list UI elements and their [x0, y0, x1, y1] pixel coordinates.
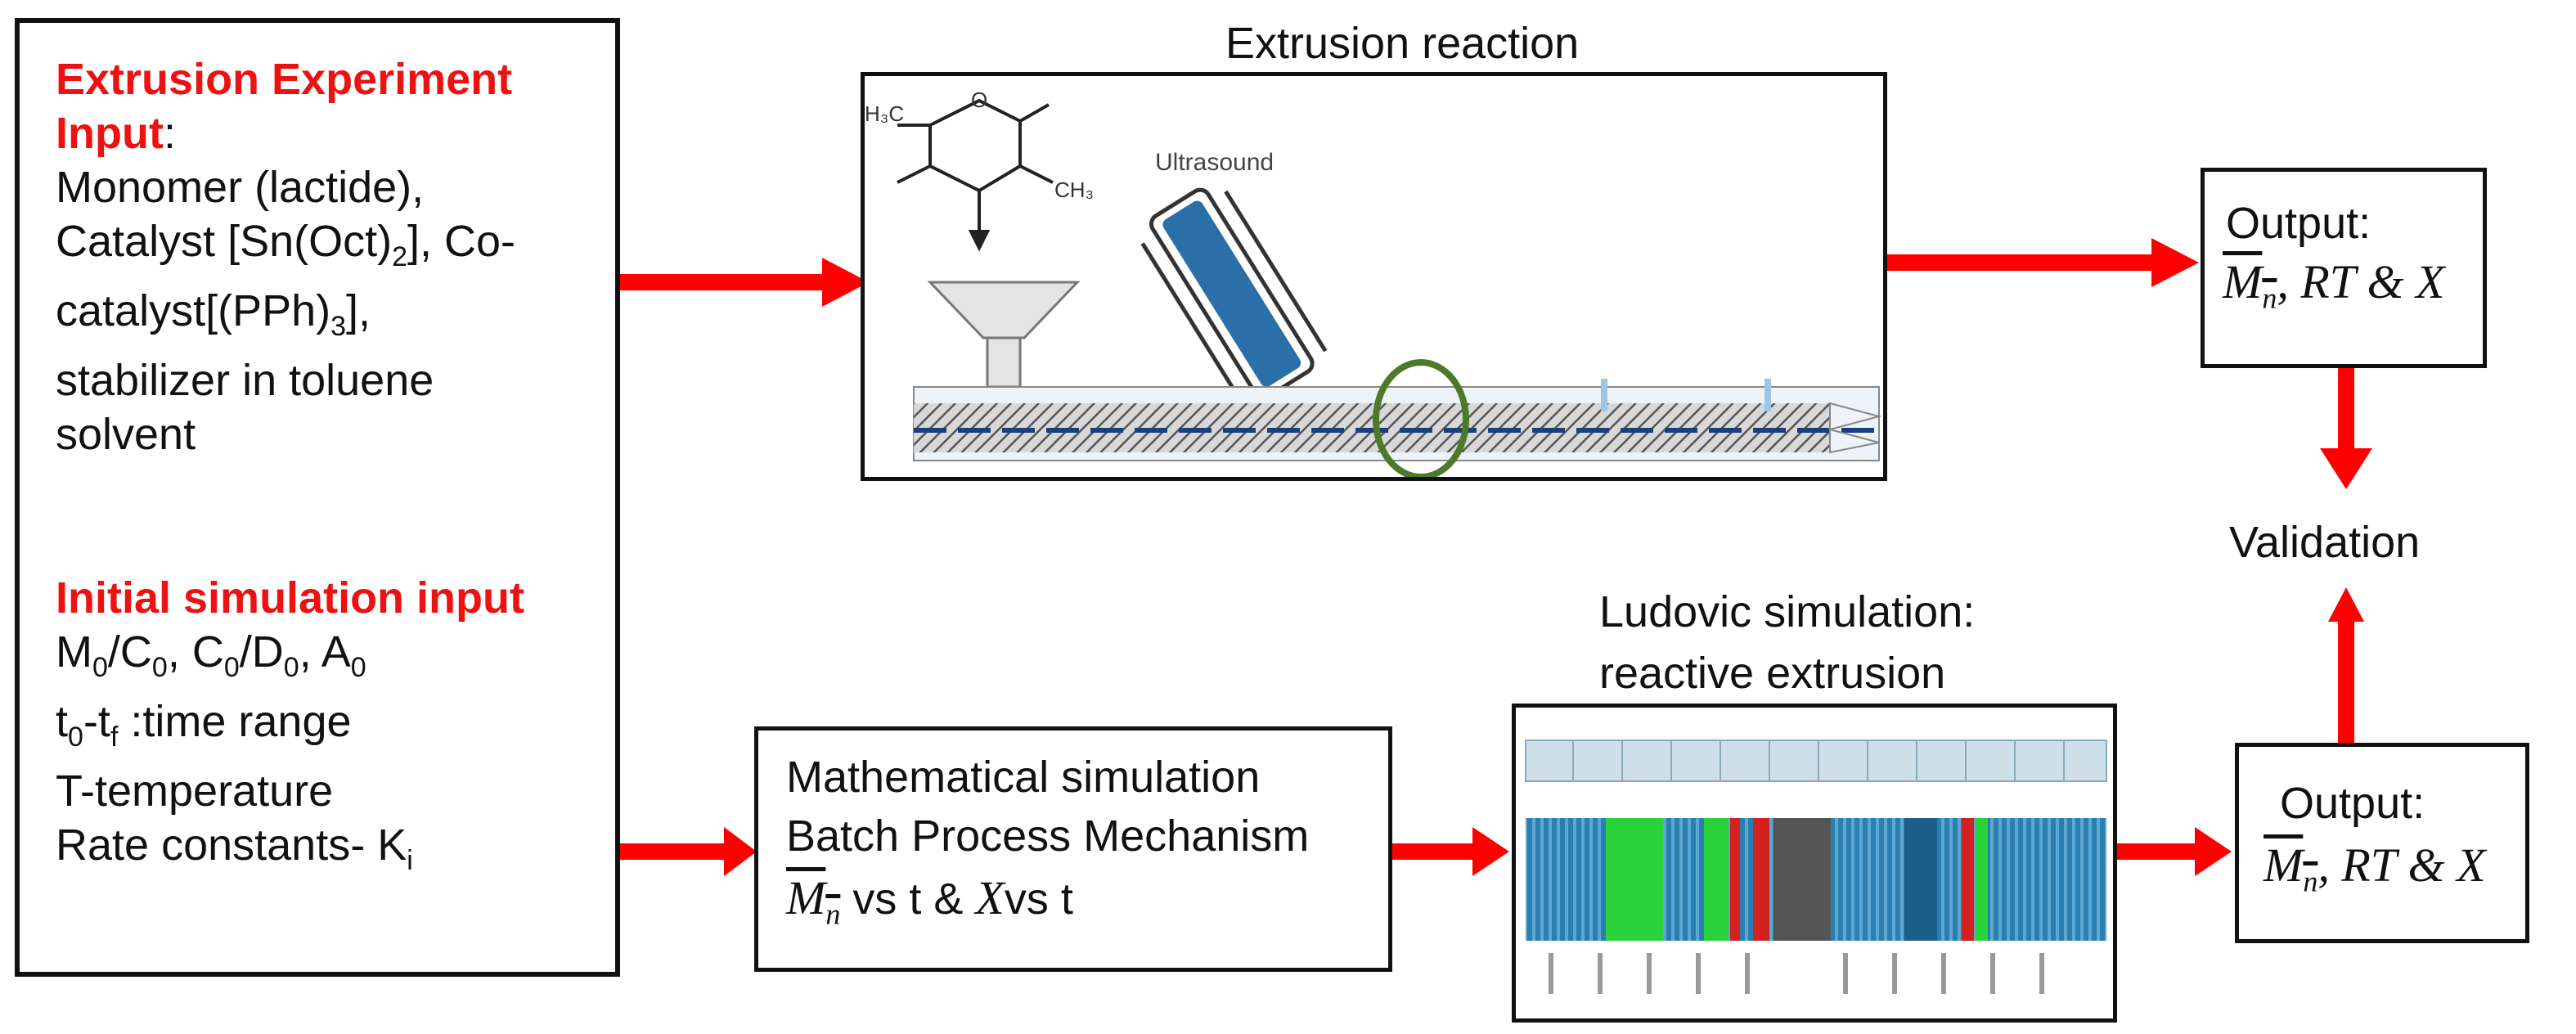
sim-line-time: t0-tf :time range [56, 696, 352, 753]
ultrasound-zone-ring [1373, 359, 1469, 477]
simulation-heading: Initial simulation input [56, 573, 524, 623]
math-line1: Mathematical simulation [786, 753, 1261, 802]
sim-line-rate: Rate constants- Ki [56, 820, 413, 876]
extruder-illustration: H₃C CH₃ O Ultrasound [865, 88, 1882, 477]
output-bottom-values: Mn, RT & X [2264, 838, 2486, 898]
ch3-right-label: CH₃ [1054, 178, 1094, 202]
experiment-input-section: Extrusion Experiment Input: Monomer (lac… [56, 52, 612, 461]
sim-line-temperature: T-temperature [56, 766, 334, 816]
arrow-math-to-ludovic [1391, 827, 1509, 876]
output-top-label: Output: [2226, 199, 2371, 248]
input-box: Extrusion Experiment Input: Monomer (lac… [15, 18, 620, 977]
hopper-icon [927, 281, 1081, 389]
arrow-output-to-validation [2320, 366, 2372, 489]
ludovic-simulation-box [1512, 704, 2117, 1023]
extrusion-reaction-box: H₃C CH₃ O Ultrasound [861, 72, 1887, 481]
math-line2: Batch Process Mechanism [786, 811, 1310, 861]
extrusion-title: Extrusion reaction [1225, 19, 1580, 68]
extruder-barrel [913, 379, 1882, 461]
ludovic-title-2: reactive extrusion [1599, 649, 1946, 698]
ludovic-screw-profile [1525, 740, 2107, 994]
output-bottom-label: Output: [2280, 779, 2425, 828]
arrow-ludovic-to-output [2117, 827, 2232, 876]
simulation-input-section: Initial simulation input M0/C0, C0/D0, A… [56, 571, 612, 887]
arrow-extrusion-to-output [1886, 238, 2199, 287]
arrow-output2-to-validation [2328, 587, 2364, 773]
output-bottom-box: Output: Mn, RT & X [2235, 743, 2529, 943]
output-top-box: Output: Mn, RT & X [2201, 168, 2487, 368]
experiment-input-text: Monomer (lactide), Catalyst [Sn(Oct)2], … [56, 163, 516, 459]
arrow-input-to-extrusion [618, 258, 869, 307]
ch3-left-label: H₃C [865, 101, 904, 126]
sim-line-ratios: M0/C0, C0/D0, A0 [56, 627, 366, 683]
ludovic-title-1: Ludovic simulation: [1599, 587, 1976, 636]
validation-label: Validation [2229, 518, 2421, 567]
math-simulation-box: Mathematical simulation Batch Process Me… [754, 726, 1392, 972]
experiment-heading: Extrusion Experiment Input: [56, 55, 513, 158]
arrow-input-to-math [618, 827, 757, 876]
ultrasound-probe-icon [1140, 187, 1328, 404]
output-top-values: Mn, RT & X [2223, 255, 2445, 315]
lactide-molecule-icon [897, 98, 1054, 252]
oxygen-label: O [971, 88, 987, 112]
ultrasound-label: Ultrasound [1155, 149, 1274, 176]
math-line3: Mn vs t & Xvs t [786, 871, 1073, 931]
